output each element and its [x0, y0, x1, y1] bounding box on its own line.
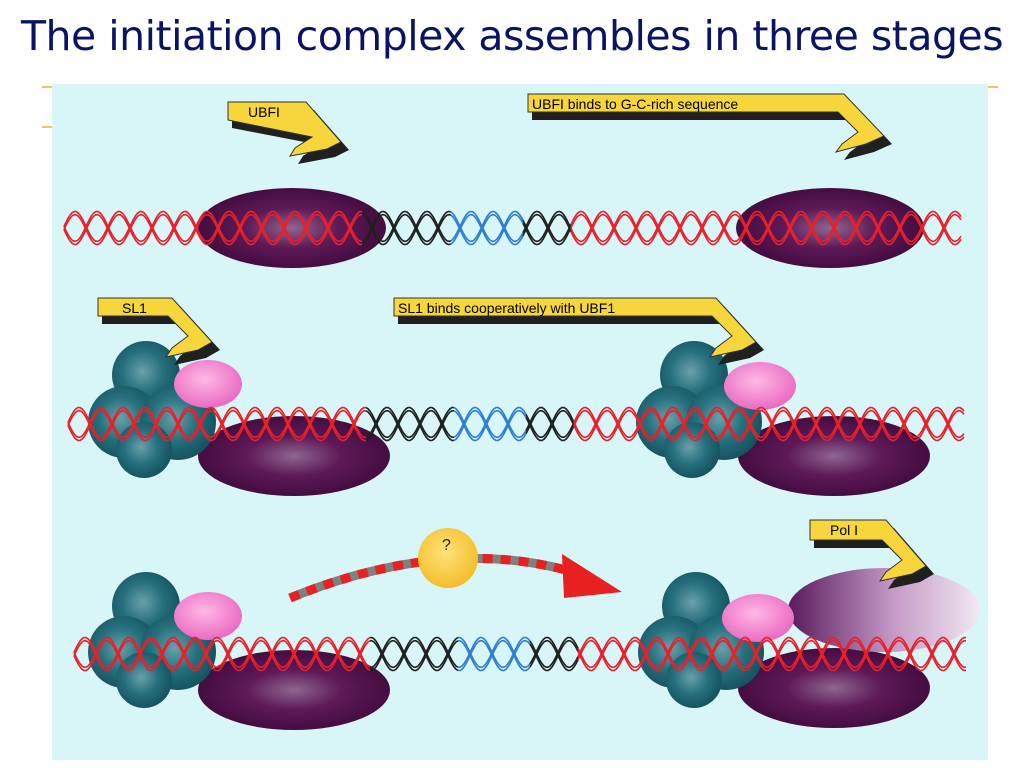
dna-strand: [577, 640, 966, 672]
pink-subunit-left-stage3: [174, 592, 242, 640]
callout-cooperative-label: SL1 binds cooperatively with UBF1: [398, 300, 615, 316]
callout-sl1-label: SL1: [122, 300, 147, 316]
stage-3: ? Pol I: [73, 519, 980, 730]
dna-strand: [370, 636, 459, 668]
dna-strand: [370, 640, 459, 672]
dna-strand: [522, 210, 572, 243]
unknown-factor-circle: [418, 528, 478, 588]
unknown-factor-label: ?: [442, 537, 451, 554]
dna-strand: [529, 640, 579, 672]
dna-strand: [522, 213, 572, 246]
dna-strand: [573, 406, 965, 438]
dna-strand: [73, 640, 371, 672]
dna-strand: [365, 410, 454, 442]
dna-strand: [63, 210, 362, 242]
stage-1: UBFI UBFI binds to G-C-rich sequence: [63, 93, 962, 268]
pol-i-enzyme: [788, 568, 980, 652]
dna-strand: [63, 214, 362, 246]
pink-subunit-left: [174, 360, 242, 408]
dna-helix-2: [67, 406, 965, 442]
initiation-complex-diagram: UBFI UBFI binds to G-C-rich sequence: [52, 84, 988, 760]
callout-pol-i-arrow: Pol I: [809, 519, 934, 589]
dna-strand: [362, 213, 452, 246]
accent-line-left-lower: [42, 126, 52, 128]
ubf-right-stage3: [738, 648, 930, 728]
dna-strand: [458, 636, 531, 668]
callout-pol-i-label: Pol I: [830, 522, 858, 538]
dna-strand: [577, 640, 966, 672]
dna-strand: [458, 640, 531, 672]
ubf-left: [198, 188, 386, 268]
dna-strand: [453, 406, 527, 438]
dna-strand: [529, 640, 579, 672]
dna-strand: [365, 406, 454, 438]
dna-helix-3: [73, 636, 966, 672]
dna-strand: [529, 636, 579, 668]
dna-strand: [450, 213, 524, 246]
ubf-left-stage3: [198, 650, 390, 730]
pink-subunit-right: [724, 362, 796, 410]
dna-strand: [525, 410, 575, 442]
pink-subunit-right-stage3: [722, 594, 794, 642]
dna-strand: [577, 636, 966, 668]
dna-strand: [370, 640, 459, 672]
dna-strand: [365, 406, 454, 438]
callout-gc-rich-arrow: UBFI binds to G-C-rich sequence: [527, 93, 892, 160]
dna-strand: [450, 210, 524, 243]
callout-ubfi-arrow: UBFI: [227, 101, 349, 164]
stage-2: SL1 SL1 binds cooperatively with UBF1: [67, 297, 965, 496]
dna-strand: [525, 406, 575, 438]
dna-strand: [522, 210, 572, 243]
dna-strand: [570, 213, 962, 246]
dna-strand: [525, 406, 575, 438]
dna-strand: [577, 636, 966, 668]
dna-strand: [67, 410, 366, 442]
dna-strand: [67, 410, 366, 442]
callout-gc-rich-label: UBFI binds to G-C-rich sequence: [532, 96, 738, 112]
dna-strand: [362, 210, 452, 243]
dna-strand: [450, 213, 524, 246]
callout-sl1-arrow: SL1: [97, 297, 220, 365]
dna-strand: [453, 410, 527, 442]
dna-strand: [450, 210, 524, 243]
dna-strand: [63, 210, 362, 242]
dna-strand: [362, 210, 452, 243]
callout-ubfi-label: UBFI: [248, 104, 280, 120]
ubf-right: [736, 188, 924, 268]
dna-strand: [73, 636, 371, 668]
dna-strand: [453, 406, 527, 438]
dna-strand: [525, 410, 575, 442]
dna-strand: [529, 636, 579, 668]
callout-cooperative-arrow: SL1 binds cooperatively with UBF1: [393, 297, 764, 365]
dna-strand: [67, 406, 366, 438]
dna-strand: [370, 636, 459, 668]
dna-strand: [73, 640, 371, 672]
dna-strand: [570, 210, 962, 243]
dna-strand: [573, 410, 965, 442]
dna-strand: [67, 406, 366, 438]
dna-helix-1: [63, 210, 962, 246]
sl1-left-stage3: [88, 572, 242, 708]
accent-line-right: [986, 86, 998, 88]
dna-strand: [573, 406, 965, 438]
dna-strand: [453, 410, 527, 442]
ubf-left-stage2: [198, 416, 390, 496]
dna-strand: [73, 636, 371, 668]
accent-line-left: [42, 86, 52, 88]
dna-strand: [63, 214, 362, 246]
dna-strand: [362, 213, 452, 246]
dna-strand: [365, 410, 454, 442]
slide-title: The initiation complex assembles in thre…: [20, 12, 1004, 60]
